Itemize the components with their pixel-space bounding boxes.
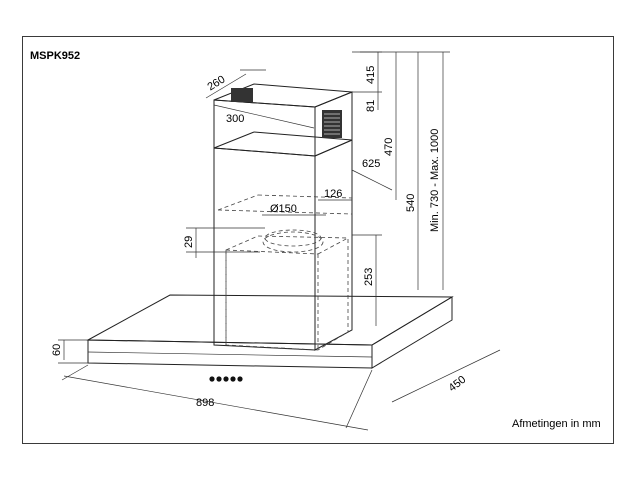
drawing-frame — [22, 36, 614, 444]
dim-width: 898 — [196, 397, 214, 409]
dim-canopy-height: 60 — [51, 344, 63, 356]
model-title: MSPK952 — [30, 50, 81, 62]
dim-projection: 625 — [362, 158, 380, 170]
dim-depth: 450 — [446, 374, 468, 395]
motor-housing-hidden — [217, 194, 353, 351]
dim-inner-height: 253 — [363, 268, 375, 286]
dim-chimney-upper: 470 — [383, 138, 395, 156]
dim-total-height: Min. 730 - Max. 1000 — [429, 129, 441, 232]
dim-collar-height: 29 — [183, 236, 195, 248]
control-buttons — [209, 376, 243, 382]
dim-hood-height: 540 — [405, 194, 417, 212]
dim-duct-offset: 126 — [324, 188, 342, 200]
canopy — [86, 294, 454, 369]
dimension-lines — [58, 51, 501, 431]
chimney-lower — [213, 131, 353, 351]
dimension-labels: 260 300 415 81 470 625 126 Ø150 540 Min.… — [51, 66, 468, 409]
dim-chimney-depth: 260 — [205, 73, 227, 93]
dim-upper-offset: 81 — [365, 100, 377, 112]
chimney-upper — [213, 83, 353, 157]
units-note: Afmetingen in mm — [512, 418, 601, 430]
dim-chimney-width: 300 — [226, 113, 244, 125]
dim-duct-diameter: Ø150 — [270, 203, 297, 215]
dim-top-gap: 415 — [365, 66, 377, 84]
